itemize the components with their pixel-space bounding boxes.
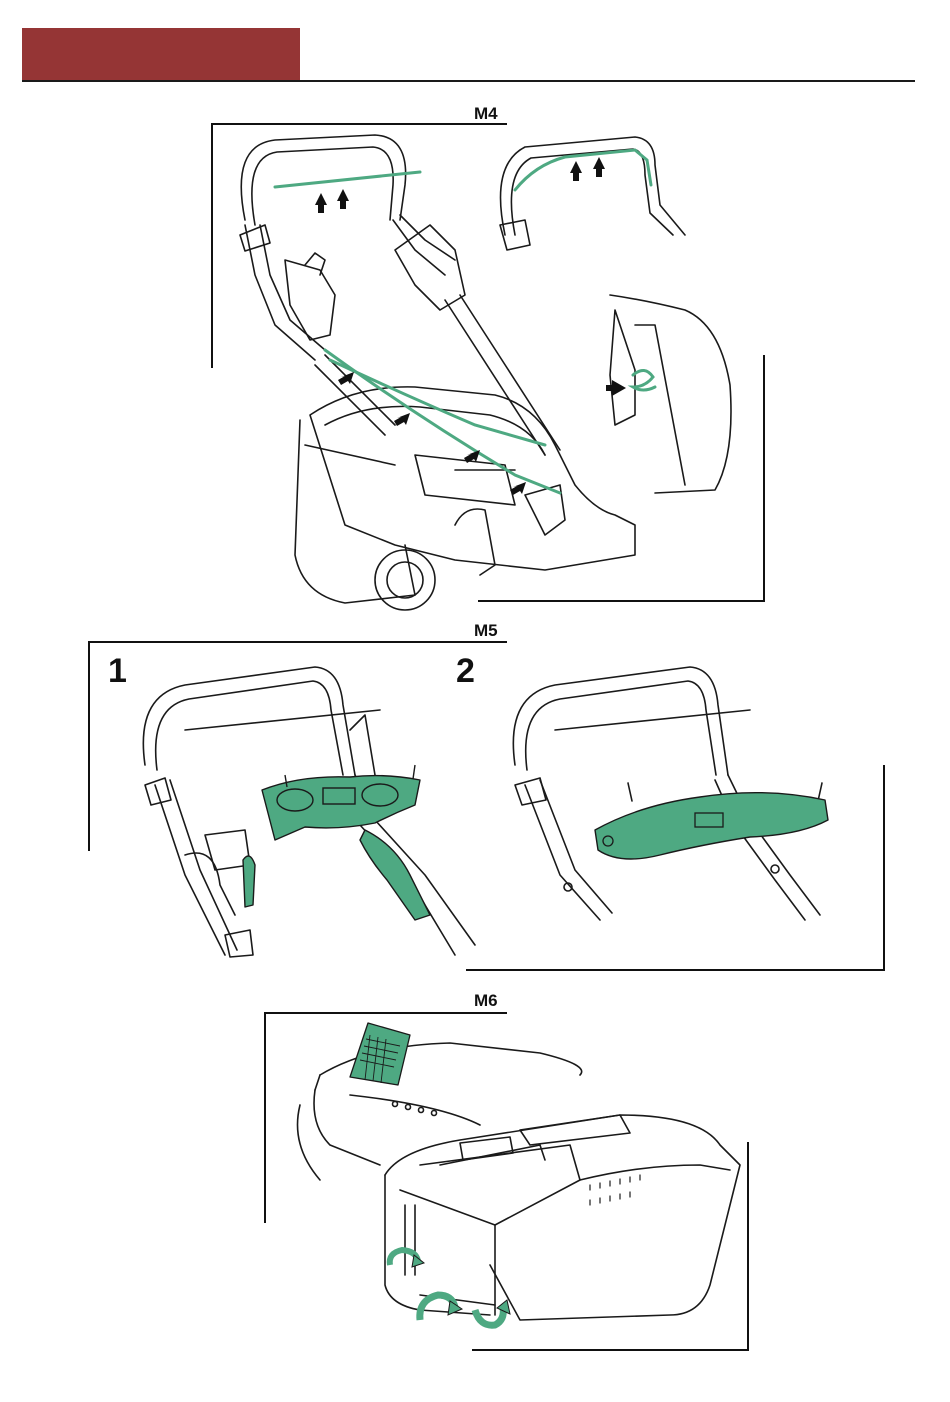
- figure-m5-step-1-illustration: [125, 655, 495, 965]
- figure-label-m6: M6: [474, 991, 498, 1011]
- figure-m5-step-2-illustration: [500, 655, 860, 925]
- figure-label-m4: M4: [474, 104, 498, 124]
- figure-m4-illustration: [215, 125, 760, 615]
- figure-m6-illustration: [290, 1015, 750, 1340]
- header-rule: [22, 80, 915, 82]
- figure-label-m5: M5: [474, 621, 498, 641]
- header-bar: [22, 28, 300, 80]
